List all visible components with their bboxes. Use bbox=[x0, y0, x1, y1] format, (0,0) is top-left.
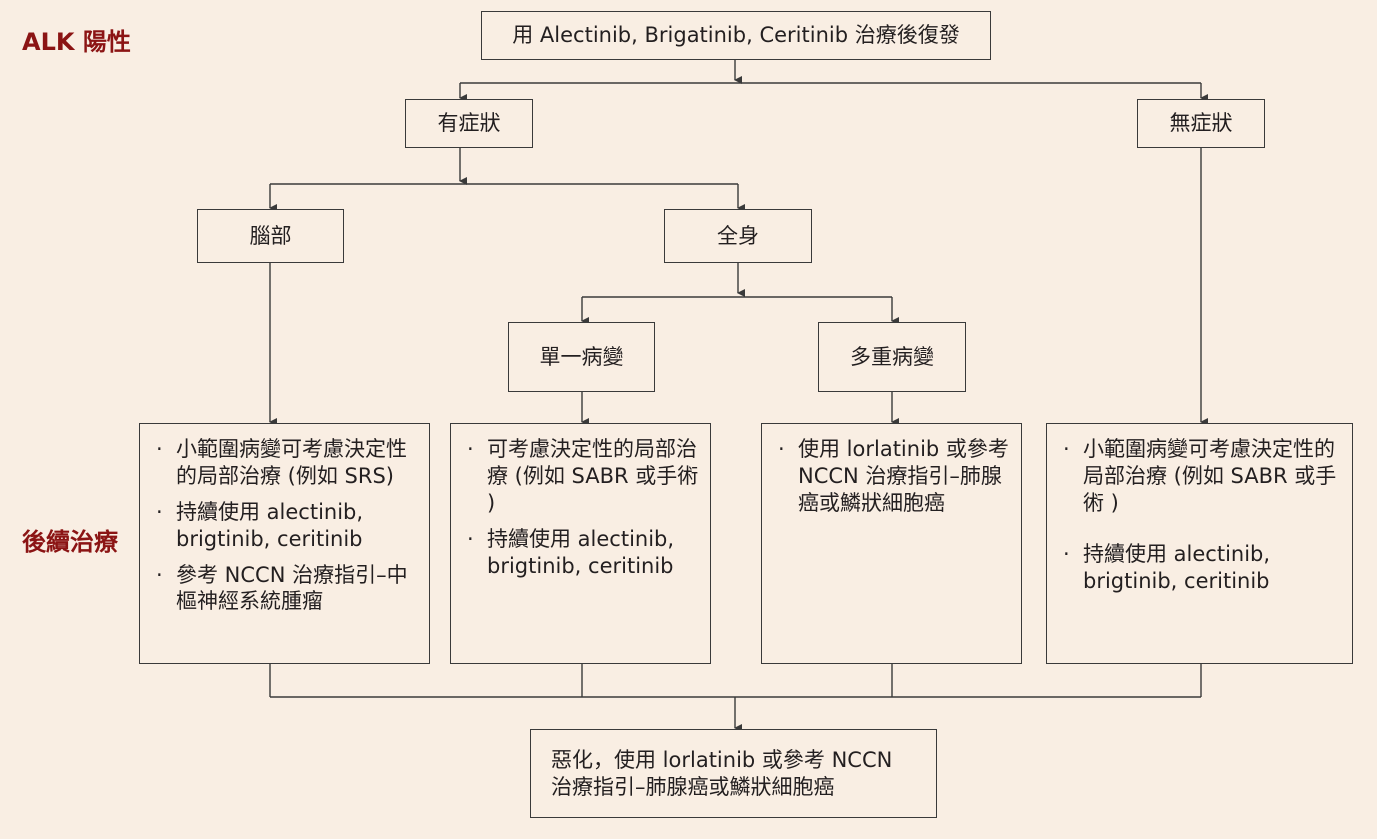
multiple-lesion-treatment-box: · 使用 lorlatinib 或參考 NCCN 治療指引–肺腺癌或鱗狀細胞癌 bbox=[761, 423, 1022, 664]
treatment-text: 參考 NCCN 治療指引–中樞神經系統腫瘤 bbox=[176, 562, 408, 614]
bullet-icon: · bbox=[778, 437, 785, 461]
treatment-item: · 持續使用 alectinib, brigtinib, ceritinib bbox=[156, 499, 419, 553]
treatment-text: 持續使用 alectinib, brigtinib, ceritinib bbox=[1083, 541, 1271, 593]
relapse-node-text: 用 Alectinib, Brigatinib, Ceritinib 治療後復發 bbox=[512, 23, 960, 48]
bullet-icon: · bbox=[467, 437, 474, 461]
bullet-icon: · bbox=[1063, 437, 1070, 461]
treatment-item: · 小範圍病變可考慮決定性的局部治療 (例如 SABR 或手術 ) bbox=[1063, 436, 1342, 517]
bullet-icon: · bbox=[156, 562, 163, 587]
multiple-lesion-node: 多重病變 bbox=[818, 322, 966, 392]
systemic-node-text: 全身 bbox=[717, 223, 759, 248]
asymptomatic-node-text: 無症狀 bbox=[1169, 111, 1233, 136]
relapse-node: 用 Alectinib, Brigatinib, Ceritinib 治療後復發 bbox=[481, 11, 991, 60]
treatment-text: 持續使用 alectinib, brigtinib, ceritinib bbox=[176, 499, 364, 551]
multiple-lesion-node-text: 多重病變 bbox=[850, 344, 934, 369]
treatment-item: · 小範圍病變可考慮決定性的局部治療 (例如 SRS) bbox=[156, 436, 419, 490]
single-lesion-node-text: 單一病變 bbox=[539, 344, 624, 369]
treatment-item: · 持續使用 alectinib, brigtinib, ceritinib bbox=[1063, 541, 1342, 595]
alk-positive-label: ALK 陽性 bbox=[22, 28, 131, 56]
treatment-text: 小範圍病變可考慮決定性的局部治療 (例如 SRS) bbox=[176, 437, 407, 488]
treatment-text: 可考慮決定性的局部治療 (例如 SABR 或手術 ) bbox=[487, 437, 699, 515]
symptomatic-node: 有症狀 bbox=[405, 99, 533, 148]
bullet-icon: · bbox=[156, 437, 163, 461]
treatment-text: 小範圍病變可考慮決定性的局部治療 (例如 SABR 或手術 ) bbox=[1083, 437, 1337, 515]
brain-node-text: 腦部 bbox=[249, 223, 292, 248]
systemic-node: 全身 bbox=[664, 209, 812, 263]
treatment-text: 持續使用 alectinib, brigtinib, ceritinib bbox=[487, 526, 675, 578]
progression-outcome-box: 惡化，使用 lorlatinib 或參考 NCCN 治療指引–肺腺癌或鱗狀細胞癌 bbox=[530, 729, 937, 818]
treatment-item: · 持續使用 alectinib, brigtinib, ceritinib bbox=[467, 526, 700, 580]
asymptomatic-node: 無症狀 bbox=[1137, 99, 1265, 148]
progression-outcome-text: 惡化，使用 lorlatinib 或參考 NCCN 治療指引–肺腺癌或鱗狀細胞癌 bbox=[551, 747, 893, 799]
symptomatic-node-text: 有症狀 bbox=[437, 111, 501, 136]
bullet-icon: · bbox=[156, 499, 163, 524]
treatment-item: · 可考慮決定性的局部治療 (例如 SABR 或手術 ) bbox=[467, 436, 700, 517]
brain-treatment-box: · 小範圍病變可考慮決定性的局部治療 (例如 SRS) · 持續使用 alectin… bbox=[139, 423, 430, 664]
treatment-text: 使用 lorlatinib 或參考 NCCN 治療指引–肺腺癌或鱗狀細胞癌 bbox=[798, 437, 1009, 515]
bullet-icon: · bbox=[467, 526, 474, 551]
treatment-item: · 參考 NCCN 治療指引–中樞神經系統腫瘤 bbox=[156, 562, 419, 616]
single-lesion-treatment-box: · 可考慮決定性的局部治療 (例如 SABR 或手術 ) · 持續使用 alecti… bbox=[450, 423, 711, 664]
treatment-item: · 使用 lorlatinib 或參考 NCCN 治療指引–肺腺癌或鱗狀細胞癌 bbox=[778, 436, 1011, 517]
asymptomatic-treatment-box: · 小範圍病變可考慮決定性的局部治療 (例如 SABR 或手術 ) · 持續使用 a… bbox=[1046, 423, 1353, 664]
followup-treatment-label: 後續治療 bbox=[22, 528, 118, 556]
brain-node: 腦部 bbox=[197, 209, 344, 263]
single-lesion-node: 單一病變 bbox=[508, 322, 655, 392]
bullet-icon: · bbox=[1063, 541, 1070, 566]
